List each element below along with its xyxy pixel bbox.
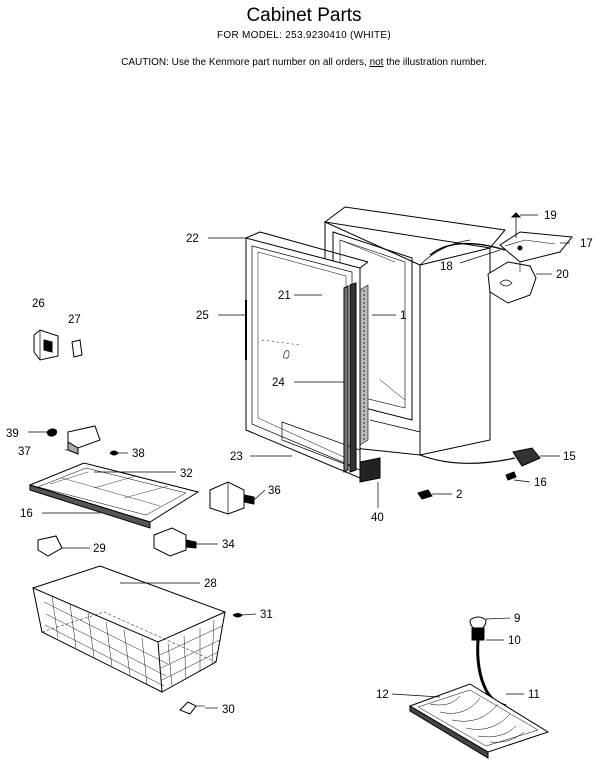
callout-39: 39 <box>6 428 19 440</box>
thermostat-assembly <box>429 212 573 304</box>
callout-10: 10 <box>508 635 521 647</box>
callout-labels: 22 21 1 25 24 23 40 2 15 16 19 17 18 20 … <box>6 210 593 716</box>
callout-12: 12 <box>376 689 389 701</box>
callout-22: 22 <box>186 233 199 245</box>
small-parts-30-31 <box>179 613 243 715</box>
shelf-parts <box>28 425 200 529</box>
caution-note: CAUTION: Use the Kenmore part number on … <box>0 57 608 68</box>
callout-40: 40 <box>371 512 384 524</box>
drain-assembly <box>408 616 550 759</box>
callout-34: 34 <box>222 539 235 551</box>
callout-30: 30 <box>222 704 235 716</box>
callout-26: 26 <box>32 298 45 310</box>
callout-18: 18 <box>440 261 453 273</box>
model-subtitle: FOR MODEL: 253.9230410 (WHITE) <box>216 30 392 41</box>
callout-31: 31 <box>260 609 273 621</box>
callout-29: 29 <box>93 543 106 555</box>
diagram-title: Cabinet Parts <box>246 5 362 26</box>
parts-26-27 <box>33 329 83 361</box>
caution-text-end: the illustration number. <box>383 57 487 68</box>
callout-20: 20 <box>556 269 569 281</box>
callout-16-plug: 16 <box>534 477 547 489</box>
callout-17: 17 <box>580 238 593 250</box>
plug-assembly <box>417 447 541 500</box>
callout-38: 38 <box>132 448 145 460</box>
callout-23: 23 <box>230 451 243 463</box>
brackets <box>37 481 255 557</box>
wire-basket <box>31 565 227 693</box>
leader-lines <box>28 214 570 709</box>
door-assembly <box>245 231 381 483</box>
callout-21: 21 <box>278 290 291 302</box>
callout-24: 24 <box>272 377 285 389</box>
callout-2: 2 <box>456 489 462 501</box>
callout-27: 27 <box>68 314 81 326</box>
callout-9: 9 <box>514 613 520 625</box>
callout-28: 28 <box>204 578 217 590</box>
callout-32: 32 <box>180 468 193 480</box>
caution-text-start: CAUTION: Use the Kenmore part number on … <box>121 57 370 68</box>
callout-36: 36 <box>268 485 281 497</box>
caution-emphasis: not <box>369 57 384 68</box>
callout-19: 19 <box>544 210 557 222</box>
callout-37: 37 <box>18 446 31 458</box>
callout-1: 1 <box>400 310 406 322</box>
callout-16-shelf: 16 <box>20 508 33 520</box>
callout-15: 15 <box>563 451 576 463</box>
callout-11: 11 <box>528 689 540 701</box>
callout-25: 25 <box>196 310 209 322</box>
